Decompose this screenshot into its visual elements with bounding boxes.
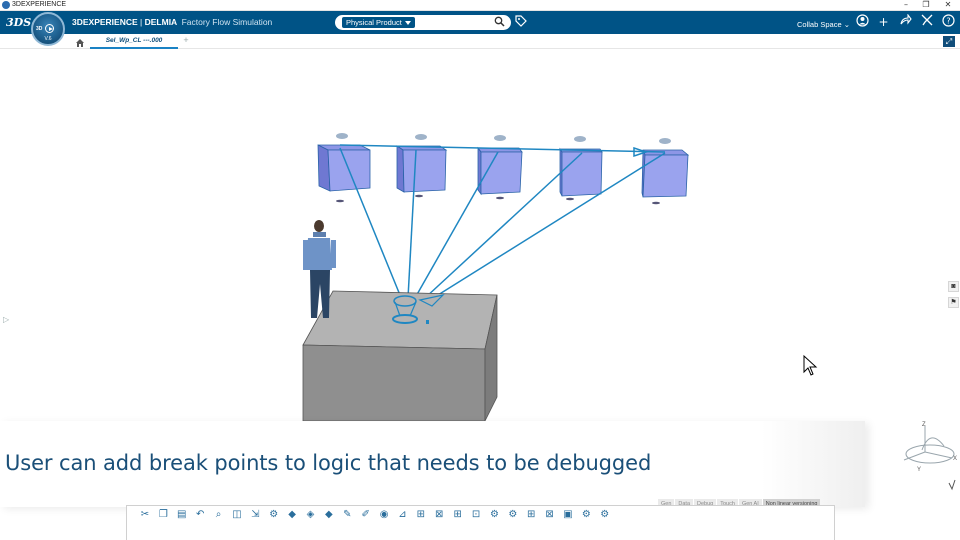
expand-icon[interactable]: ⤢: [943, 36, 955, 47]
workbench-tab-active[interactable]: Non linear versioning: [762, 499, 821, 509]
robot-icon[interactable]: ⚙: [508, 509, 518, 520]
user-icon[interactable]: [855, 14, 870, 30]
camera-icon[interactable]: ◙: [948, 281, 959, 292]
measure-icon[interactable]: ⊿: [398, 509, 407, 520]
compass-version: V.6: [44, 36, 52, 42]
axis-label-y: Y: [917, 467, 921, 473]
part-icon[interactable]: ◈: [306, 509, 315, 520]
brand-name: 3DEXPERIENCE: [72, 17, 138, 27]
zoom-icon[interactable]: ⌕: [215, 509, 222, 520]
import-icon[interactable]: ⇲: [251, 509, 260, 520]
copy-icon[interactable]: ❐: [158, 509, 168, 520]
restore-button[interactable]: ❐: [922, 0, 930, 9]
plus-icon[interactable]: +: [878, 15, 889, 29]
grid-icon[interactable]: ⊠: [435, 509, 444, 520]
search-scope-label: Physical Product: [346, 18, 402, 27]
grid-icon[interactable]: ⊞: [527, 509, 536, 520]
search-input[interactable]: [417, 16, 487, 29]
undo-icon[interactable]: ↶: [195, 509, 205, 520]
workbench-tab[interactable]: Gen AI: [738, 499, 762, 509]
search-scope-dropdown[interactable]: Physical Product: [342, 17, 415, 28]
app-name: Factory Flow Simulation: [181, 17, 273, 27]
search-box[interactable]: Physical Product: [335, 15, 511, 30]
settings-icon[interactable]: ⚙: [581, 509, 591, 520]
home-icon[interactable]: [75, 35, 85, 47]
grid-icon[interactable]: ⊞: [453, 509, 462, 520]
station-3[interactable]: [477, 135, 523, 200]
caption-text: User can add break points to logic that …: [5, 451, 652, 475]
window-title: 3DEXPERIENCE: [12, 1, 67, 8]
flow-connections: [339, 144, 666, 421]
app-header: 3DS 3DEXPERIENCE | DELMIA Factory Flow S…: [0, 11, 960, 34]
box-icon[interactable]: ◫: [232, 509, 242, 520]
pen-icon[interactable]: ✐: [361, 509, 370, 520]
grid-icon[interactable]: ⊡: [471, 509, 481, 520]
close-button[interactable]: ✕: [944, 0, 952, 9]
compass-widget[interactable]: 3D V.6: [31, 12, 65, 46]
flag-icon[interactable]: ⚑: [948, 297, 959, 308]
robot-icon[interactable]: ⚙: [269, 509, 279, 520]
station-5[interactable]: [641, 138, 690, 205]
workbench-tab[interactable]: Touch: [717, 499, 738, 509]
part-icon[interactable]: ◆: [325, 509, 333, 520]
station-2[interactable]: [395, 134, 448, 198]
ds-logo-icon[interactable]: 3DS: [6, 16, 32, 29]
tool-icon[interactable]: ✎: [343, 509, 352, 520]
workbench-tab[interactable]: Debug: [694, 499, 717, 509]
cut-icon[interactable]: ✂: [140, 509, 150, 520]
chevron-down-icon: [404, 21, 411, 26]
help-icon[interactable]: ?: [941, 14, 956, 30]
tag-icon[interactable]: [515, 15, 527, 29]
document-tab-bar: Sel_Wp_CL ---.000 +: [0, 34, 960, 49]
os-title-bar: 3DEXPERIENCE – ❐ ✕: [0, 0, 960, 11]
station-1[interactable]: [317, 133, 371, 203]
part-icon[interactable]: ◆: [288, 509, 296, 520]
robot-icon[interactable]: ⚙: [600, 509, 610, 520]
tab-document[interactable]: Sel_Wp_CL ---.000: [90, 34, 178, 49]
minimize-button[interactable]: –: [904, 0, 908, 9]
robot-icon[interactable]: ⚙: [489, 509, 499, 520]
station-4[interactable]: [559, 136, 603, 201]
workbench-tab[interactable]: Gen: [658, 499, 675, 509]
product-name: DELMIA: [144, 17, 178, 27]
collab-space-menu[interactable]: Collab Space ⌄: [797, 20, 850, 29]
brand-separator: |: [137, 17, 145, 27]
axis-gizmo[interactable]: [903, 426, 956, 491]
add-tab-button[interactable]: +: [183, 35, 189, 45]
mouse-cursor-icon: [803, 354, 818, 376]
axis-label-x: X: [953, 456, 957, 462]
grid-icon[interactable]: ⊠: [545, 509, 554, 520]
app-logo-icon: [2, 1, 10, 9]
search-icon[interactable]: [493, 16, 506, 29]
central-workstation[interactable]: [302, 290, 498, 422]
toolbar: ✂ ❐ ▤ ↶ ⌕ ◫ ⇲ ⚙ ◆ ◈ ◆ ✎ ✐ ◉ ⊿ ⊞ ⊠ ⊞ ⊡ ⚙ ⚙ ⊞ ⊠ ▣ ⚙ ⚙: [137, 507, 615, 523]
share-icon[interactable]: [898, 13, 913, 30]
human-operator[interactable]: [303, 220, 336, 318]
tools-icon[interactable]: [919, 14, 934, 30]
paste-icon[interactable]: ▤: [177, 509, 187, 520]
collab-space-label: Collab Space: [797, 20, 842, 29]
action-bar: ✂ ❐ ▤ ↶ ⌕ ◫ ⇲ ⚙ ◆ ◈ ◆ ✎ ✐ ◉ ⊿ ⊞ ⊠ ⊞ ⊡ ⚙ ⚙ ⊞ ⊠ ▣ ⚙ ⚙: [126, 505, 835, 540]
compass-badge: 3D: [36, 26, 43, 32]
part-icon[interactable]: ◉: [379, 509, 389, 520]
3d-viewport[interactable]: Z X Y ▷: [0, 50, 960, 540]
svg-text:?: ?: [946, 17, 950, 26]
panel-expand-arrow-icon[interactable]: ▷: [3, 315, 10, 324]
brand-title: 3DEXPERIENCE | DELMIA Factory Flow Simul…: [72, 11, 272, 34]
workbench-tab[interactable]: Data: [675, 499, 694, 509]
play-icon: [45, 24, 54, 33]
axis-label-z: Z: [922, 422, 926, 428]
grid-icon[interactable]: ⊞: [416, 509, 426, 520]
caption-banner: User can add break points to logic that …: [0, 421, 865, 507]
screen-icon[interactable]: ▣: [563, 509, 573, 520]
